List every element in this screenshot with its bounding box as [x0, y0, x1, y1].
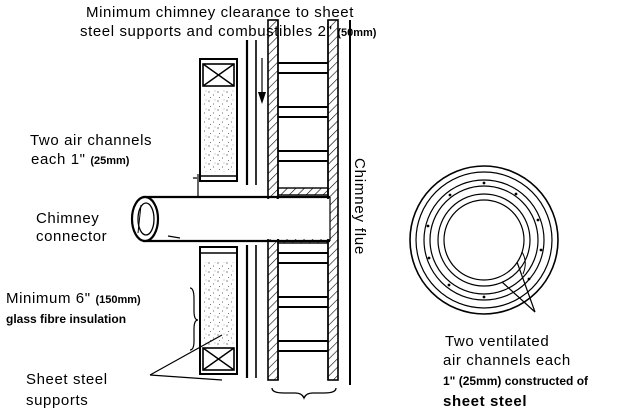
lower-insulation-block [199, 246, 238, 375]
insulation-label-line2: glass fibre insulation [6, 312, 127, 326]
insulation-label-line1: Minimum 6" (150mm) [6, 290, 141, 308]
clearance-label-line2-main: steel supports and combustibles 2" [80, 23, 333, 40]
sheet-steel-walls [245, 40, 257, 378]
air-channels-label-line2: each 1" (25mm) [31, 151, 130, 169]
chimney-flue-label: Chimney flue [351, 158, 368, 256]
chimney-connector-pipe [130, 195, 331, 243]
connector-label-line1: Chimney [36, 210, 100, 227]
leader-lines [149, 58, 266, 381]
ventilated-label-line1: Two ventilated [445, 333, 550, 350]
upper-insulation-block [199, 58, 238, 182]
ventilated-channel-cross-section [409, 165, 559, 315]
clearance-label-line2: steel supports and combustibles 2" (50mm… [80, 23, 377, 41]
air-channels-label-line1: Two air channels [30, 132, 153, 149]
ventilated-label-line3: 1" (25mm) constructed of [443, 374, 589, 388]
ventilated-label-line4: sheet steel [443, 393, 528, 410]
clearance-label-line2-metric: (50mm) [337, 27, 377, 39]
air-channels-label-line2-metric: (25mm) [90, 155, 130, 167]
connector-label-line2: connector [36, 228, 108, 245]
clearance-label-line1: Minimum chimney clearance to sheet [86, 4, 355, 21]
insulation-label-line1-metric: (150mm) [95, 294, 141, 306]
air-channels-label-line2-main: each 1" [31, 151, 86, 168]
sheet-steel-label-line2: supports [26, 392, 89, 409]
ventilated-label-line2: air channels each [443, 352, 571, 369]
sheet-steel-label-line1: Sheet steel [26, 371, 108, 388]
insulation-label-line1-main: Minimum 6" [6, 290, 91, 307]
